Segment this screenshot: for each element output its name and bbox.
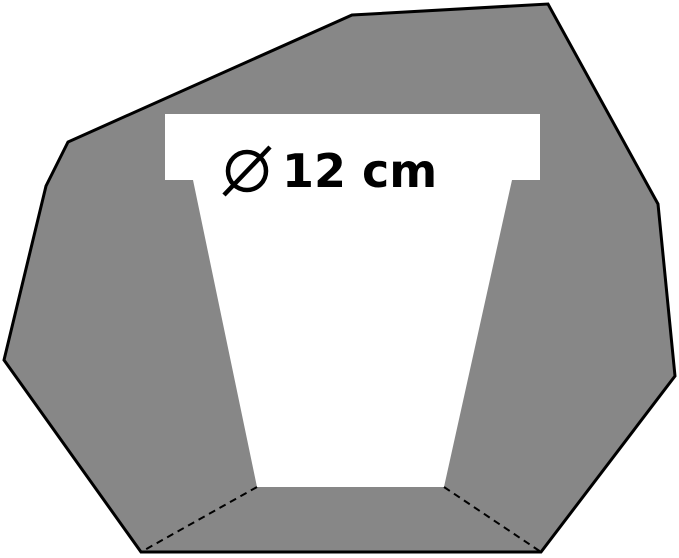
dashed-edge-right — [443, 486, 542, 553]
pot-shape — [165, 114, 540, 487]
diameter-value: 12 cm — [282, 144, 438, 198]
diameter-icon — [222, 145, 272, 197]
dashed-edge-left — [140, 486, 258, 553]
dimension-label: 12 cm — [220, 138, 470, 204]
